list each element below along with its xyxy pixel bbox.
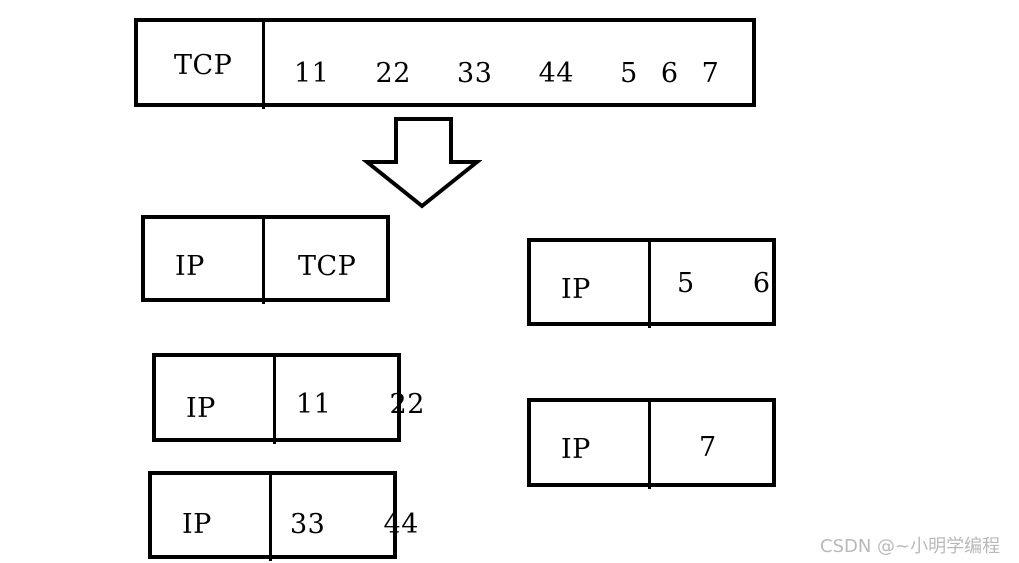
- ip-packet-box: IP TCP: [141, 215, 390, 304]
- ip-packet-box: IP 7: [527, 398, 776, 489]
- packet-divider: [648, 398, 651, 489]
- tcp-header-label: TCP: [174, 50, 233, 81]
- ip-header-label: IP: [186, 393, 216, 424]
- ip-header-label: IP: [175, 251, 205, 282]
- tcp-segment-divider: [262, 18, 265, 109]
- packet-payload-label: 33 44: [290, 509, 419, 540]
- ip-header-label: IP: [182, 509, 212, 540]
- ip-packet-box: IP 33 44: [148, 471, 418, 561]
- tcp-payload-label: 11 22 33 44 5 6 7: [294, 58, 720, 89]
- ip-header-label: IP: [561, 274, 591, 305]
- packet-payload-label: 11 22: [296, 389, 425, 420]
- packet-payload-label: 7: [699, 432, 717, 463]
- down-arrow-icon: [362, 117, 482, 209]
- packet-payload-label: 5 6: [677, 268, 771, 299]
- packet-divider: [269, 471, 272, 561]
- packet-payload-label: TCP: [298, 251, 357, 282]
- packet-divider: [262, 215, 265, 304]
- packet-divider: [273, 353, 276, 444]
- ip-packet-box: IP 11 22: [152, 353, 424, 444]
- ip-header-label: IP: [561, 434, 591, 465]
- packet-divider: [648, 238, 651, 328]
- watermark-text: CSDN @~小明学编程: [820, 536, 1001, 557]
- ip-packet-box: IP 5 6: [527, 238, 776, 328]
- tcp-segment-box: TCP 11 22 33 44 5 6 7: [134, 18, 756, 109]
